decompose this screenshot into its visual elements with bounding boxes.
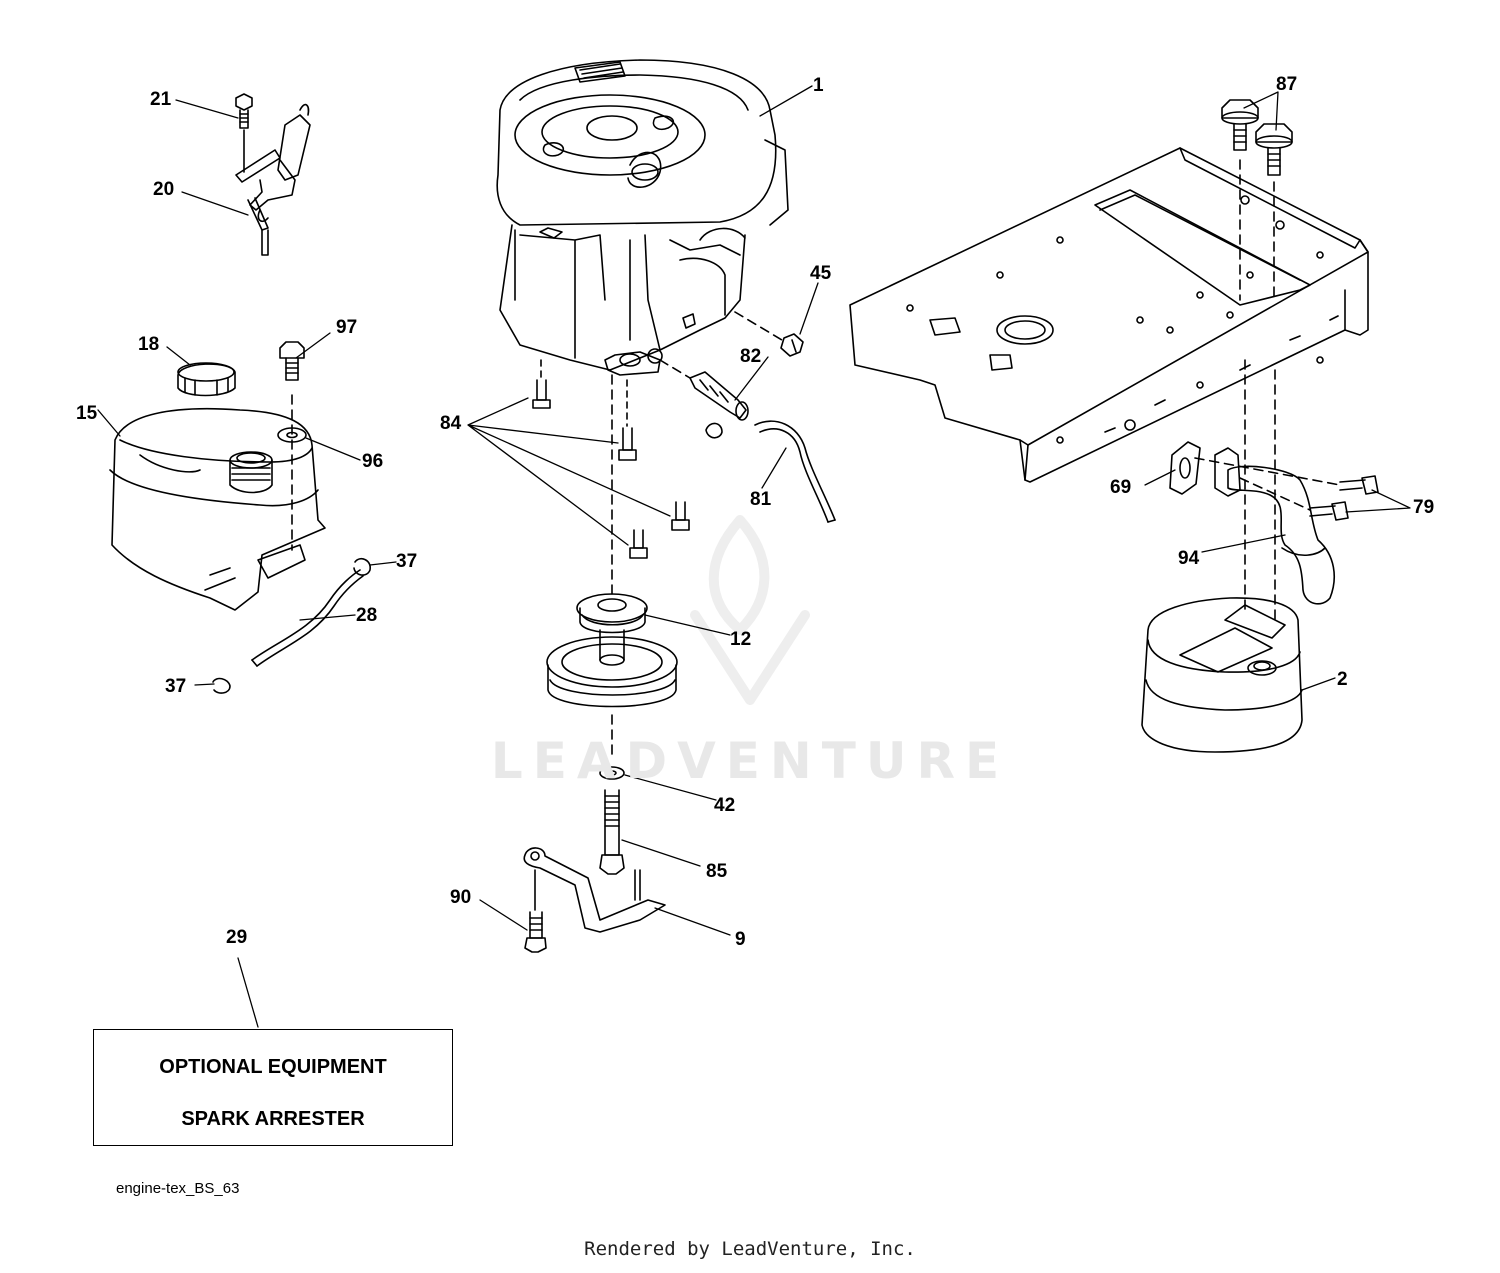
- callout-1: 1: [813, 75, 824, 96]
- callout-9: 9: [735, 929, 746, 950]
- callout-97: 97: [336, 317, 358, 338]
- watermark-text: LEADVENTURE: [490, 732, 1010, 790]
- chassis-frame: [849, 147, 1369, 483]
- callout-29: 29: [226, 927, 248, 948]
- exhaust-pipe: [1169, 441, 1336, 605]
- callout-87: 87: [1276, 74, 1298, 95]
- callout-96: 96: [362, 451, 384, 472]
- callout-81: 81: [750, 489, 772, 510]
- leader-lines: [97, 85, 1411, 1028]
- callout-15: 15: [76, 403, 98, 424]
- hose-clamp-lower: [212, 677, 231, 694]
- callout-82: 82: [740, 346, 762, 367]
- watermark-logo: [690, 515, 810, 705]
- callout-90: 90: [450, 887, 472, 908]
- fuel-hose-81: [754, 420, 836, 523]
- engine: [496, 59, 789, 376]
- optional-equipment-box: OPTIONAL EQUIPMENT SPARK ARRESTER: [93, 1029, 453, 1146]
- callout-20: 20: [153, 179, 175, 200]
- nut-45: [780, 333, 804, 357]
- callout-28: 28: [356, 605, 378, 626]
- pulley-12: [576, 593, 648, 634]
- fuel-hose: [251, 569, 364, 667]
- fuel-tank: [109, 407, 326, 611]
- callout-45: 45: [810, 263, 832, 284]
- bolt-79-group: [1194, 359, 1379, 621]
- filter-axis: [659, 359, 691, 379]
- callout-42: 42: [714, 795, 736, 816]
- nut-axis: [734, 311, 783, 341]
- throttle-control: [235, 103, 311, 256]
- washer-96: [277, 427, 307, 443]
- callout-69: 69: [1110, 477, 1132, 498]
- callout-37-lower: 37: [165, 676, 187, 697]
- muffler: [1141, 597, 1303, 753]
- screw-21: [235, 93, 253, 129]
- callout-94: 94: [1178, 548, 1200, 569]
- fuel-cap: [177, 362, 236, 397]
- diagram-id-label: engine-tex_BS_63: [116, 1180, 240, 1197]
- callout-18: 18: [138, 334, 160, 355]
- hose-clamp-upper: [353, 558, 371, 576]
- callout-84: 84: [440, 413, 462, 434]
- bolt-87-group: [1221, 99, 1293, 301]
- bolt-85: [599, 789, 625, 875]
- bolt-97: [279, 341, 305, 381]
- callout-79: 79: [1413, 497, 1435, 518]
- callout-21: 21: [150, 89, 172, 110]
- callout-85: 85: [706, 861, 728, 882]
- bolt-90: [524, 911, 547, 953]
- bracket-9: [523, 847, 666, 933]
- note-line-2: SPARK ARRESTER: [181, 1108, 365, 1130]
- callout-12: 12: [730, 629, 752, 650]
- footer-credit: Rendered by LeadVenture, Inc.: [584, 1238, 916, 1260]
- callout-2: 2: [1337, 669, 1348, 690]
- bolt-84-group: [532, 359, 690, 559]
- callout-37-upper: 37: [396, 551, 418, 572]
- pulley-large: [546, 629, 678, 708]
- fuel-filter: [689, 371, 749, 439]
- washer-42: [599, 766, 625, 780]
- note-line-1: OPTIONAL EQUIPMENT: [159, 1056, 387, 1078]
